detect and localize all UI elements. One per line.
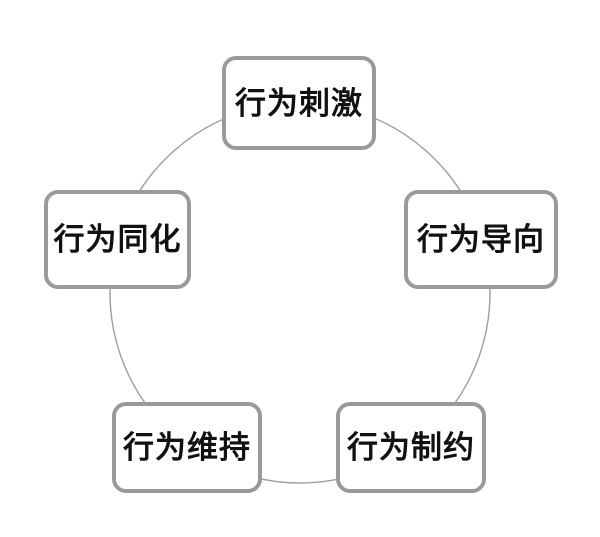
cycle-node-behavior-stimulus[interactable]: 行为刺激 [222, 56, 376, 150]
cycle-node-label: 行为制约 [347, 430, 475, 465]
cycle-node-label: 行为维持 [123, 430, 251, 465]
cycle-node-behavior-constraint[interactable]: 行为制约 [336, 402, 486, 493]
cycle-node-behavior-assimilation[interactable]: 行为同化 [44, 190, 191, 289]
cycle-node-label: 行为同化 [53, 222, 182, 257]
cycle-node-label: 行为刺激 [235, 85, 363, 121]
cycle-node-behavior-maintenance[interactable]: 行为维持 [112, 402, 262, 493]
cycle-node-label: 行为导向 [417, 222, 545, 257]
cycle-node-behavior-orientation[interactable]: 行为导向 [404, 190, 558, 289]
